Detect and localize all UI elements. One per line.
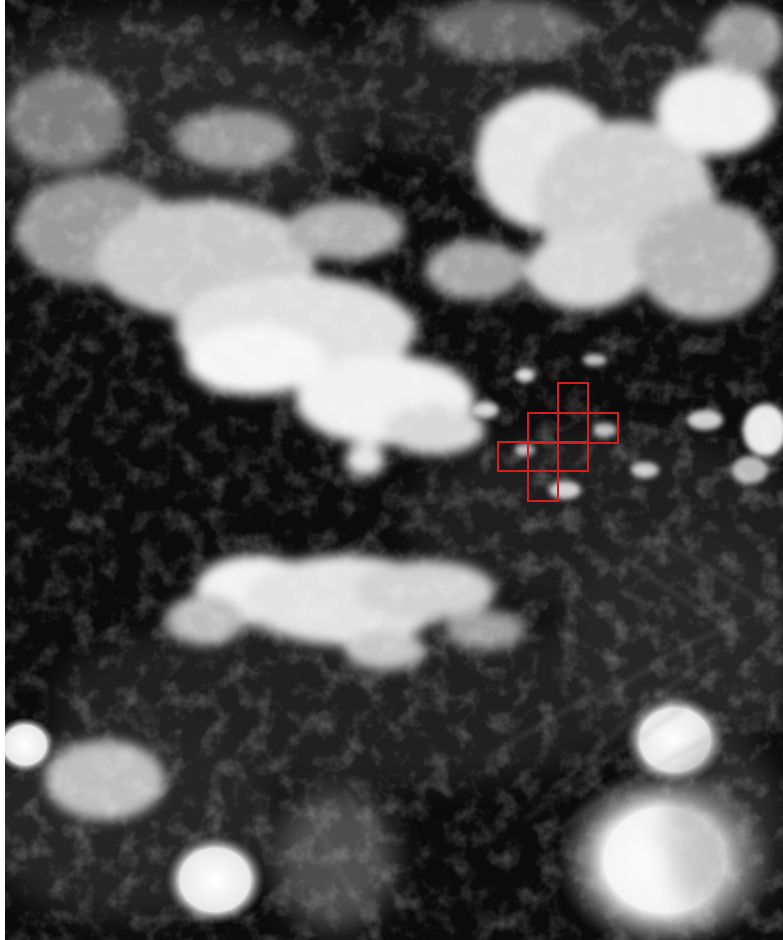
grid-cell: [527, 470, 559, 502]
grid-cell: [587, 412, 619, 444]
grid-cell: [557, 441, 589, 472]
selection-grid: [497, 382, 619, 502]
cloud-texture: [5, 0, 783, 940]
satellite-image: [5, 0, 783, 940]
